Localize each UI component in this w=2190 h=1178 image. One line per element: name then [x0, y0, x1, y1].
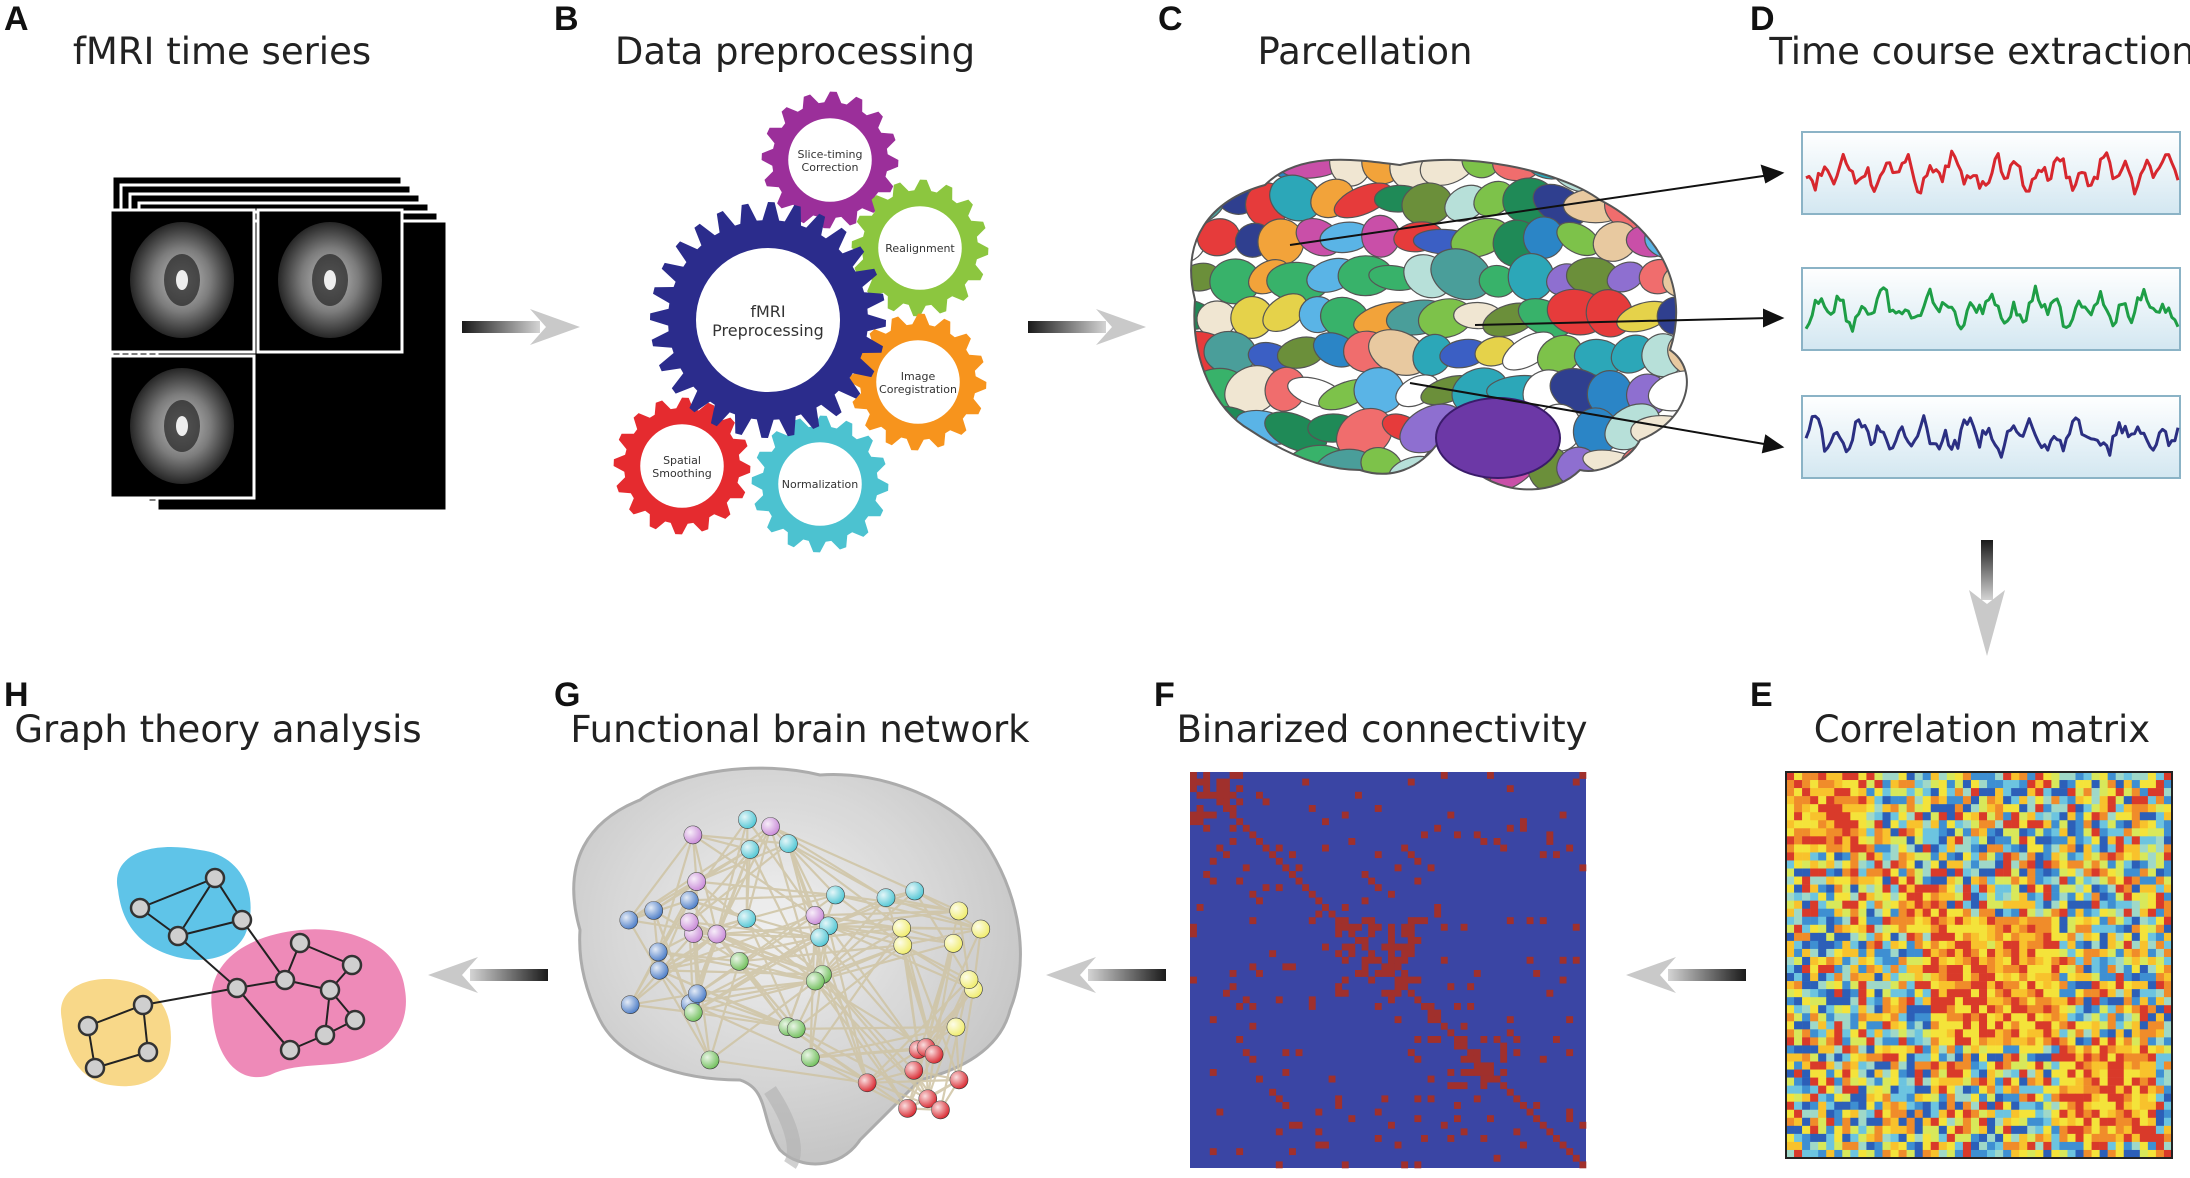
time-course-3 — [1801, 395, 2181, 479]
panel-e-title: Correlation matrix — [1814, 708, 2150, 751]
gear-normalization-label: Normalization — [782, 478, 858, 491]
arrow-b-to-c — [1028, 309, 1146, 345]
panel-f-letter: F — [1154, 676, 1175, 714]
time-course-line-1 — [1805, 149, 2180, 196]
panel-b: B Data preprocessing Slice-timingCorrect… — [554, 0, 989, 553]
time-course-signals — [1801, 131, 2181, 479]
time-course-line-3 — [1804, 414, 2180, 459]
mri-axial-slice — [108, 354, 256, 500]
gear-realignment-label: Realignment — [885, 242, 955, 255]
graph-node — [344, 1009, 366, 1031]
graph-theory-modules — [60, 846, 406, 1087]
mri-coronal-slice — [108, 208, 256, 354]
panel-a-letter: A — [4, 0, 29, 38]
graph-node — [204, 867, 226, 889]
gear-realignment: Realignment — [851, 179, 989, 317]
arrow-d-to-e — [1969, 540, 2005, 656]
preprocessing-gears: Slice-timingCorrectionRealignmentImageCo… — [613, 91, 989, 553]
panel-a: A fMRI time series — [4, 0, 449, 513]
gear-fmri-preprocessing-label: fMRI — [750, 302, 785, 321]
time-course-1 — [1801, 131, 2181, 215]
panel-c: C Parcellation — [1158, 0, 1785, 491]
graph-node — [137, 1041, 159, 1063]
panel-g: G Functional brain network — [554, 676, 1030, 1169]
panel-d-title: Time course extraction — [1768, 30, 2190, 73]
arrow-e-to-f — [1626, 957, 1746, 993]
panel-f-title: Binarized connectivity — [1176, 708, 1587, 751]
graph-node — [274, 969, 296, 991]
mri-sagittal-slice — [256, 208, 404, 354]
time-course-2 — [1801, 267, 2181, 351]
graph-node — [226, 977, 248, 999]
cerebellum-parcel — [1435, 397, 1561, 479]
panel-g-letter: G — [554, 676, 580, 714]
glass-brain-network — [572, 766, 1022, 1169]
graph-node — [289, 932, 311, 954]
panel-a-title: fMRI time series — [73, 30, 371, 73]
panel-d-letter: D — [1750, 0, 1775, 38]
gear-slice-timing-label: Slice-timing — [798, 148, 863, 161]
panel-b-title: Data preprocessing — [615, 30, 975, 73]
graph-node — [314, 1024, 336, 1046]
gear-image-coregistration-label: Image — [901, 370, 936, 383]
arrow-g-to-h — [428, 957, 548, 993]
time-course-line-2 — [1804, 284, 2180, 333]
graph-node — [132, 994, 154, 1016]
arrow-f-to-g — [1046, 957, 1166, 993]
panel-b-letter: B — [554, 0, 579, 38]
panel-e-letter: E — [1750, 676, 1773, 714]
binarized-connectivity-matrix — [1190, 772, 1587, 1169]
panel-g-title: Functional brain network — [570, 708, 1030, 751]
module-yellow — [60, 979, 171, 1087]
extraction-arrows — [1289, 164, 1785, 454]
graph-node — [77, 1015, 99, 1037]
panel-f: F Binarized connectivity — [1154, 676, 1588, 1169]
graph-node — [167, 925, 189, 947]
panel-h-title: Graph theory analysis — [14, 708, 421, 751]
graph-node — [279, 1039, 301, 1061]
correlation-matrix-heatmap — [1785, 771, 2173, 1159]
gear-slice-timing-label-2: Correction — [802, 161, 859, 174]
graph-node — [341, 954, 363, 976]
mri-slice-stack — [108, 174, 449, 513]
gear-image-coregistration-label-2: Coregistration — [879, 383, 957, 396]
module-pink — [211, 929, 406, 1078]
gear-normalization: Normalization — [751, 415, 889, 553]
panel-e: E Correlation matrix — [1750, 676, 2173, 1159]
panel-c-letter: C — [1158, 0, 1183, 38]
panel-h-letter: H — [4, 676, 29, 714]
graph-node — [231, 909, 253, 931]
arrow-a-to-b — [462, 309, 580, 345]
gear-spatial-smoothing-label: Spatial — [663, 454, 701, 467]
gear-spatial-smoothing-label-2: Smoothing — [652, 467, 711, 480]
parcellated-brain — [1190, 158, 1688, 491]
graph-node — [84, 1057, 106, 1079]
panel-d: D Time course extraction — [1750, 0, 2190, 479]
gear-fmri-preprocessing-label-2: Preprocessing — [712, 321, 824, 340]
graph-node — [129, 897, 151, 919]
panel-h: H Graph theory analysis — [4, 676, 422, 1087]
panel-c-title: Parcellation — [1258, 30, 1473, 73]
graph-node — [319, 979, 341, 1001]
